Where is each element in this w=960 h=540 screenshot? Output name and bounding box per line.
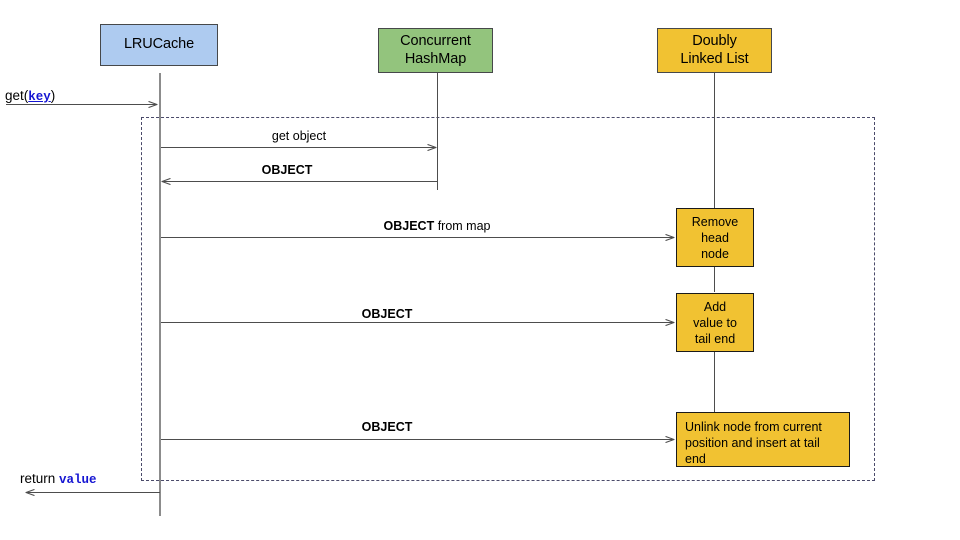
action-box-unlink-insert-tail-label: Unlink node from current position and in… (685, 420, 822, 466)
lifeline-lrucache (159, 73, 161, 516)
exit-message-label: return value (20, 471, 97, 487)
entry-message-suffix: ) (50, 88, 56, 103)
participant-hashmap-label-line1: Concurrent (400, 32, 471, 49)
entry-message-param: key (28, 90, 51, 104)
action-box-add-value-tail-line2: value to (693, 315, 737, 330)
message-label-object-return-text: OBJECT (261, 163, 313, 177)
lifeline-hashmap (437, 73, 438, 190)
action-box-remove-head-node[interactable]: Remove head node (676, 208, 754, 267)
participant-hashmap-label-line2: HashMap (404, 50, 467, 67)
lifeline-linkedlist (714, 73, 715, 208)
action-box-remove-head-node-line3: node (701, 246, 729, 261)
message-label-object-from-map-bold: OBJECT (383, 219, 435, 233)
message-label-object-3-text: OBJECT (361, 420, 413, 434)
lifeline-linkedlist-seg2 (714, 267, 715, 292)
lifeline-linkedlist-seg3 (714, 352, 715, 412)
participant-lrucache-label: LRUCache (123, 36, 195, 53)
interaction-frame (141, 117, 875, 481)
action-box-add-value-tail-line1: Add (703, 299, 727, 314)
message-label-object-from-map: OBJECT from map (384, 219, 491, 233)
participant-lrucache[interactable]: LRUCache (100, 24, 218, 66)
message-label-object-2: OBJECT (362, 307, 413, 321)
message-label-object-return: OBJECT (262, 163, 313, 177)
message-label-get-object-text: get object (271, 129, 327, 143)
participant-linkedlist-label-line1: Doubly (692, 32, 737, 49)
action-box-add-value-tail-line3: tail end (694, 331, 736, 346)
action-box-unlink-insert-tail[interactable]: Unlink node from current position and in… (676, 412, 850, 467)
participant-hashmap[interactable]: Concurrent HashMap (378, 28, 493, 73)
message-label-get-object: get object (272, 129, 326, 143)
message-label-object-from-map-plain: from map (434, 219, 491, 233)
participant-linkedlist[interactable]: Doubly Linked List (657, 28, 772, 73)
message-label-object-3: OBJECT (362, 420, 413, 434)
message-label-object-2-text: OBJECT (361, 307, 413, 321)
action-box-remove-head-node-line1: Remove (691, 214, 739, 229)
exit-message-param: value (59, 473, 97, 487)
action-box-add-value-tail[interactable]: Add value to tail end (676, 293, 754, 352)
participant-linkedlist-label-line2: Linked List (680, 50, 749, 67)
entry-message-prefix: get( (5, 88, 29, 103)
action-box-remove-head-node-line2: head (701, 230, 729, 245)
entry-message-label: get(key) (5, 88, 55, 104)
exit-message-prefix: return (20, 471, 60, 486)
